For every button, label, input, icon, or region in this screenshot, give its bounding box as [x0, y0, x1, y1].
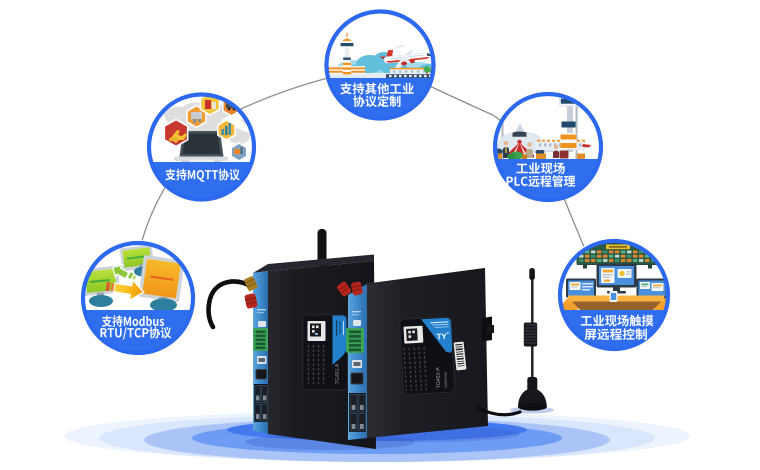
svg-text:TY: TY — [436, 332, 447, 342]
svg-text:Gateway: Gateway — [442, 371, 448, 389]
svg-text:TG451-A: TG451-A — [435, 367, 442, 389]
svg-text:TG451-A: TG451-A — [335, 363, 341, 384]
